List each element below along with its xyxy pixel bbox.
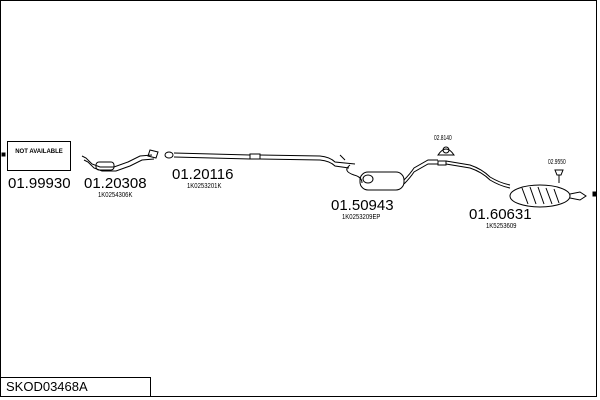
diagram-code-box: SKOD03468A <box>0 377 151 397</box>
part-number[interactable]: 01.20308 <box>84 175 147 192</box>
part-number[interactable]: 01.60631 <box>469 206 532 223</box>
not-available-label: NOT AVAILABLE <box>15 149 63 155</box>
accessory-number[interactable]: 02.9550 <box>548 159 566 166</box>
oem-number: 1K5253609 <box>486 223 517 230</box>
oem-number: 1K0253209EP <box>342 214 381 221</box>
center-silencer <box>346 159 447 191</box>
diagram-code: SKOD03468A <box>6 379 88 394</box>
accessory-number[interactable]: 02.8140 <box>434 135 452 142</box>
front-pipe-catalyst <box>81 149 159 172</box>
part-number[interactable]: 01.20116 <box>172 166 234 183</box>
rear-silencer <box>509 184 597 208</box>
front-connector <box>1 152 6 157</box>
middle-pipe <box>164 151 356 169</box>
not-available-box: NOT AVAILABLE <box>7 141 71 171</box>
part-number[interactable]: 01.99930 <box>8 175 71 192</box>
rubber-hanger-icon <box>437 146 455 156</box>
oem-number: 1K0253201K <box>187 183 222 190</box>
oem-number: 1K0254306K <box>98 192 133 199</box>
rear-pipe <box>445 160 511 189</box>
clamp-icon <box>554 169 564 183</box>
part-number[interactable]: 01.50943 <box>331 197 394 214</box>
